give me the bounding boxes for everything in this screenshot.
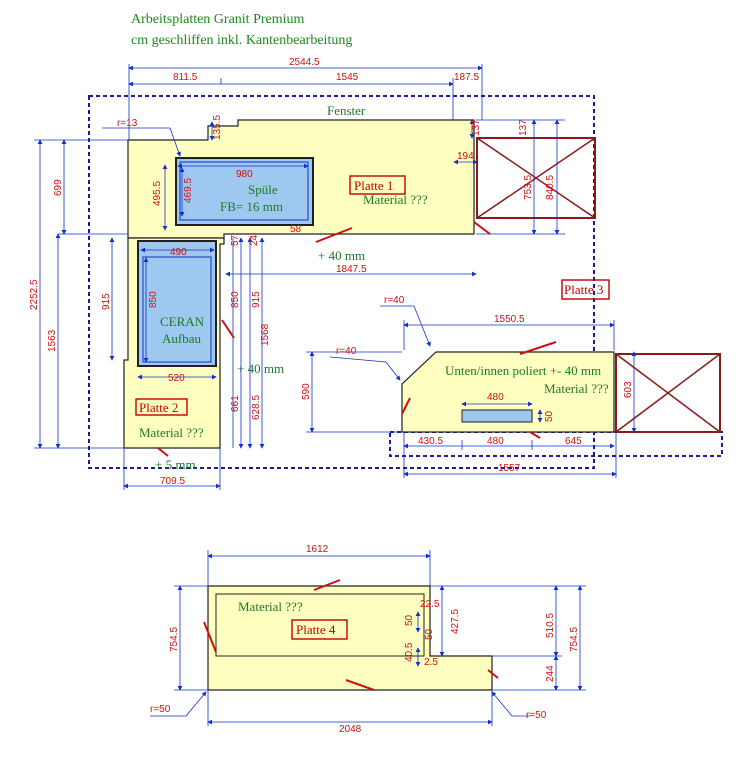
dim-520: 520 — [168, 373, 185, 384]
plate-3-dimension-lines — [306, 305, 637, 478]
room-outline-dashed — [88, 95, 595, 469]
cooktop-label-2: Aufbau — [162, 331, 201, 346]
plate-2-title-box — [135, 398, 188, 416]
plate-1-title: Platte 1 — [354, 178, 393, 193]
dim-1563: 1563 — [47, 329, 58, 352]
dim-980: 980 — [236, 169, 253, 180]
dim-628-5: 628.5 — [251, 395, 262, 420]
dim-57: 57 — [230, 234, 241, 246]
dim-2-5: 2.5 — [424, 657, 438, 668]
dim-430-5: 430.5 — [418, 436, 443, 447]
plate-2-title: Platte 2 — [139, 400, 178, 415]
plate-3-material: Material ??? — [544, 381, 609, 396]
dim-2252-5: 2252.5 — [29, 279, 40, 310]
plate-1-title-box — [349, 175, 406, 195]
dim-427-5: 427.5 — [450, 609, 461, 634]
dim-754-5-a: 754.5 — [169, 627, 180, 652]
window-label: Fenster — [327, 103, 366, 118]
plate-2-edge-note: + 40 mm — [237, 361, 284, 376]
dim-480-a: 480 — [487, 392, 504, 403]
plate-3-title-box — [561, 279, 610, 300]
dim-137-a: 137 — [471, 119, 482, 136]
dim-187-5: 187.5 — [454, 72, 479, 83]
dim-645: 645 — [565, 436, 582, 447]
plate-2-material: Material ??? — [139, 425, 204, 440]
dim-850-b: 850 — [230, 291, 241, 308]
dim-244: 244 — [545, 665, 556, 682]
plate-3-title: Platte 3 — [564, 282, 603, 297]
plate-4-material: Material ??? — [238, 599, 303, 614]
dim-50-b: 50 — [404, 614, 415, 626]
plate-1-material: Material ??? — [363, 192, 428, 207]
dim-24: 24 — [249, 234, 260, 246]
dim-510-5: 510.5 — [545, 613, 556, 638]
edge-marks-plate-1-2 — [157, 221, 491, 457]
cooktop-cutout — [137, 240, 217, 367]
dim-811-5: 811.5 — [173, 72, 198, 83]
dim-135-5: 135.5 — [212, 115, 223, 140]
dim-r40-b: r=40 — [336, 346, 357, 357]
dim-1550-5: 1550.5 — [494, 314, 525, 325]
plate-1-edge-note: + 40 mm — [318, 248, 365, 263]
cooktop-label-1: CERAN — [160, 314, 205, 329]
header-line-1: Arbeitsplatten Granit Premium — [131, 12, 305, 27]
dim-194: 194 — [457, 151, 474, 162]
plate-4-inner-line — [215, 593, 425, 657]
dim-40-5: 40.5 — [404, 642, 415, 662]
dim-58: 58 — [290, 224, 302, 235]
dim-753-5: 753.5 — [523, 175, 534, 200]
dim-1557: 1557 — [498, 463, 521, 474]
dim-50-a: 50 — [544, 410, 555, 422]
plate-3-note: Unten/innen poliert +- 40 mm — [445, 363, 601, 378]
dim-469-5: 469.5 — [183, 178, 194, 203]
dim-1612: 1612 — [306, 544, 329, 555]
header-line-2: cm geschliffen inkl. Kantenbearbeitung — [131, 33, 353, 48]
edge-marks-plate-4 — [203, 579, 499, 691]
dim-50-c: 50 — [424, 628, 435, 640]
dim-603: 603 — [623, 381, 634, 398]
dim-r13: r=13 — [117, 118, 138, 129]
plate-3-cutout — [461, 409, 533, 423]
sink-label: Spüle — [248, 182, 278, 197]
dim-915-b: 915 — [251, 291, 262, 308]
cooktop-inner-line — [142, 256, 212, 363]
dim-754-5-b: 754.5 — [569, 627, 580, 652]
plate-2-bottom-note: + 5 mm — [155, 457, 196, 472]
dim-480-b: 480 — [487, 436, 504, 447]
dim-2544-5: 2544.5 — [289, 57, 320, 68]
dim-r40-a: r=40 — [384, 295, 405, 306]
dim-2048: 2048 — [339, 724, 362, 735]
dim-915-a: 915 — [101, 293, 112, 310]
dim-490: 490 — [170, 247, 187, 258]
dim-1568: 1568 — [260, 323, 271, 346]
plate-3-dashed-outline — [389, 431, 723, 457]
dim-r50-a: r=50 — [150, 704, 171, 715]
dim-495-5: 495.5 — [152, 181, 163, 206]
dim-1545: 1545 — [336, 72, 359, 83]
plate-4-title-box — [291, 619, 348, 640]
plate-1-2-dimension-lines — [34, 64, 565, 490]
sink-note: FB= 16 mm — [220, 199, 283, 214]
edge-marks-plate-3 — [401, 341, 557, 439]
dim-137-b: 137 — [518, 119, 529, 136]
dim-r50-b: r=50 — [526, 710, 547, 721]
dim-590: 590 — [301, 383, 312, 400]
plate-4-title: Platte 4 — [296, 622, 336, 637]
dim-840-5: 840.5 — [545, 175, 556, 200]
dim-22-5: 22.5 — [420, 599, 440, 610]
appliance-box-3 — [615, 353, 721, 433]
plate-4-dimension-lines — [150, 550, 586, 726]
dim-709-5: 709.5 — [160, 476, 185, 487]
plate-3-slab — [401, 351, 615, 433]
dim-699: 699 — [53, 179, 64, 196]
dim-661: 661 — [230, 395, 241, 412]
sink-cutout — [175, 157, 314, 226]
dim-1847-5: 1847.5 — [336, 264, 367, 275]
dim-850-a: 850 — [148, 291, 159, 308]
